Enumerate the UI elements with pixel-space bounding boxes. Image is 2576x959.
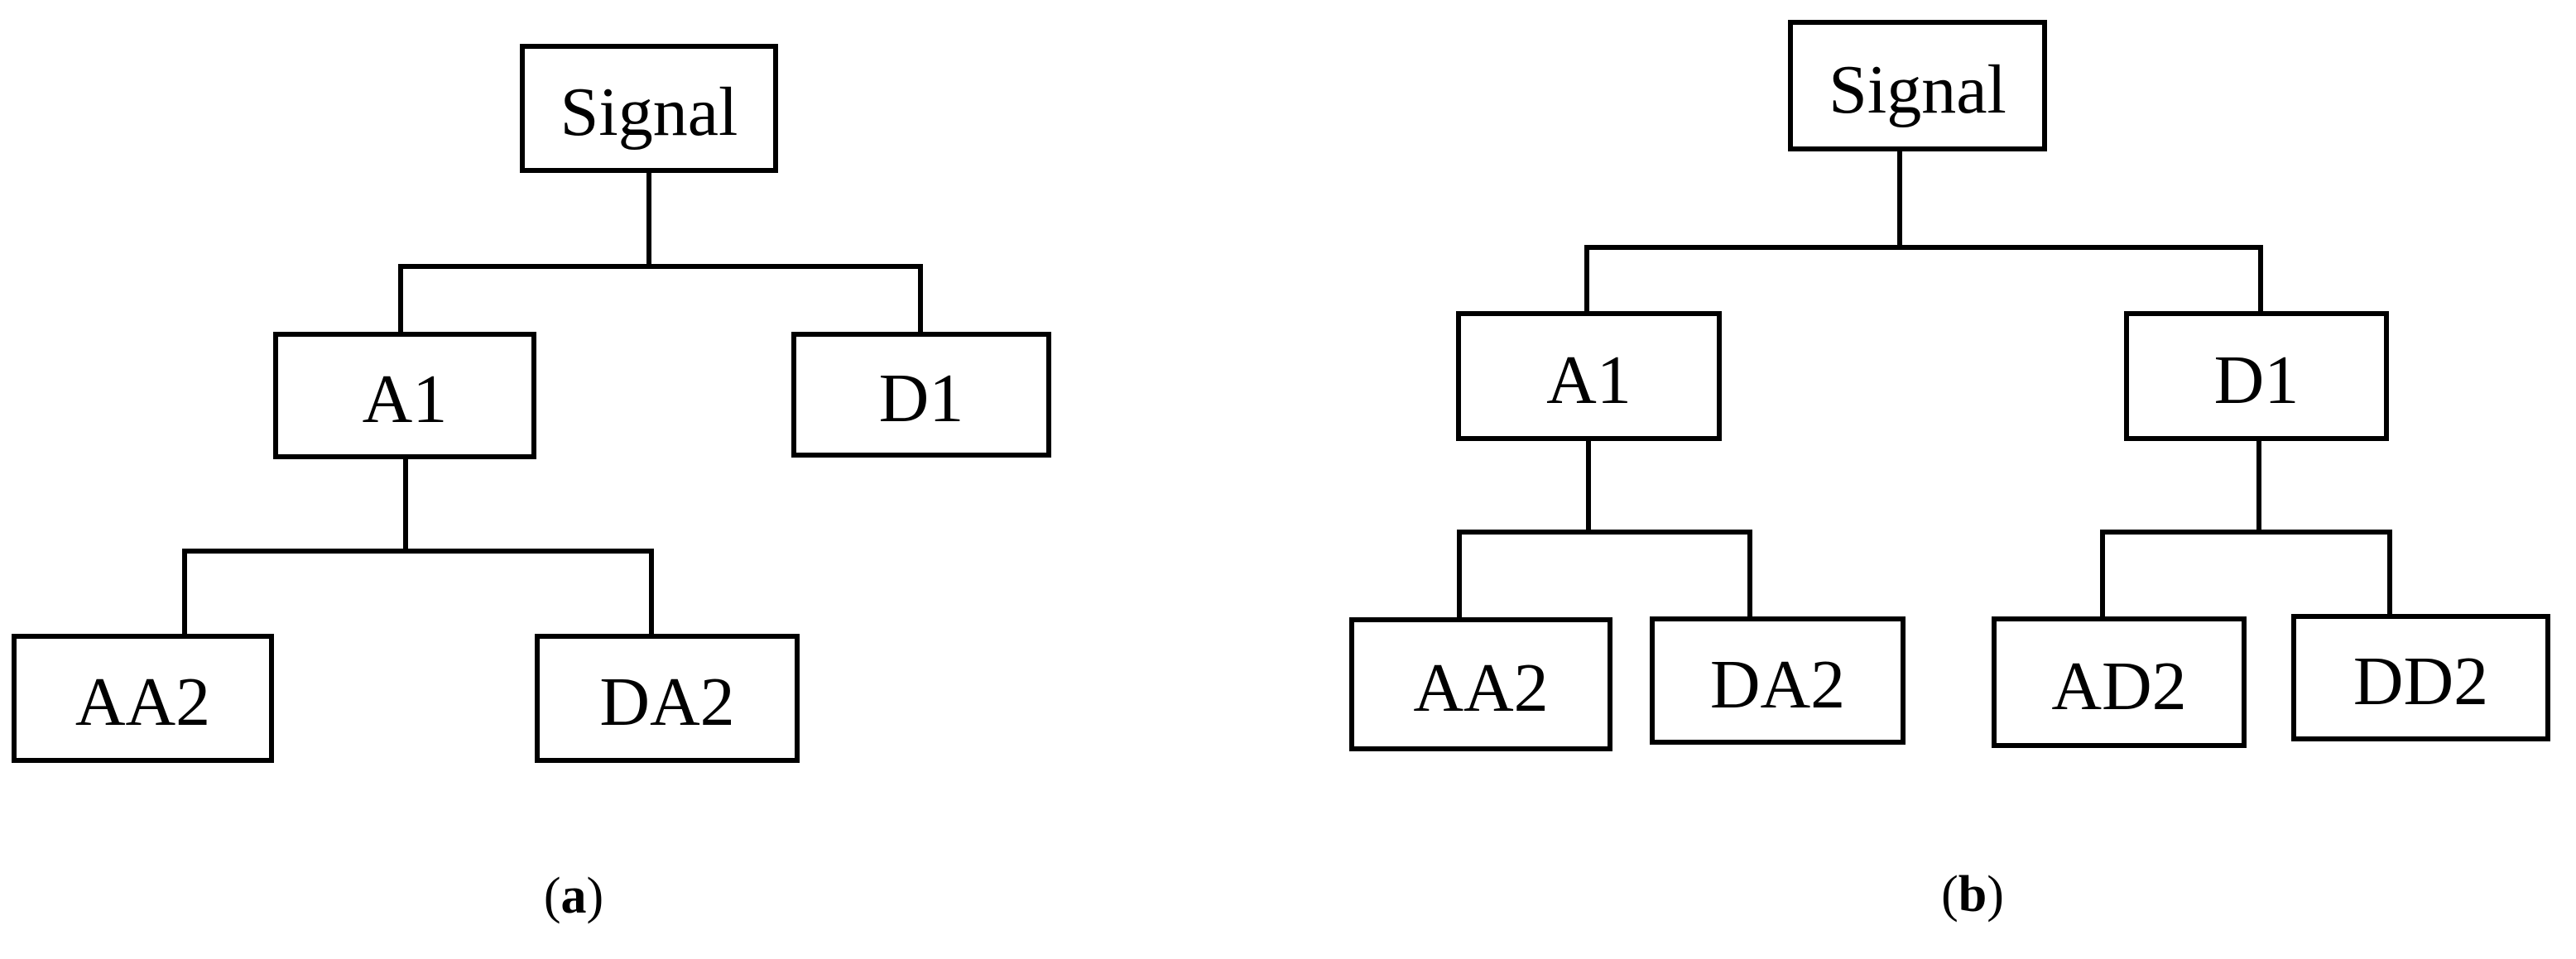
connector-line bbox=[2258, 245, 2263, 314]
node-label: DA2 bbox=[1709, 645, 1846, 723]
caption-b-close-paren: ) bbox=[1987, 866, 2004, 923]
node-label: Signal bbox=[560, 74, 738, 151]
connector-line bbox=[2256, 439, 2261, 535]
node-label: AA2 bbox=[1413, 650, 1549, 726]
connector-line bbox=[1584, 245, 2263, 250]
caption-a-letter: a bbox=[560, 868, 587, 924]
connector-line bbox=[1457, 530, 1462, 620]
connector-line bbox=[646, 170, 651, 269]
node-d1-a: D1 bbox=[791, 332, 1051, 458]
connector-line bbox=[1584, 245, 1589, 314]
connector-line bbox=[2100, 530, 2392, 535]
node-label: D1 bbox=[878, 360, 964, 437]
connector-line bbox=[2100, 530, 2105, 619]
connector-line bbox=[398, 264, 403, 334]
node-ad2-b: AD2 bbox=[1992, 616, 2247, 748]
connector-line bbox=[649, 549, 654, 636]
connector-line bbox=[1457, 530, 1752, 535]
node-label: AA2 bbox=[74, 664, 211, 741]
connector-line bbox=[182, 549, 654, 554]
node-da2-b: DA2 bbox=[1650, 616, 1906, 745]
node-a1-a: A1 bbox=[273, 332, 536, 459]
node-dd2-b: DD2 bbox=[2291, 614, 2550, 741]
node-label: A1 bbox=[1546, 341, 1632, 419]
node-aa2-b: AA2 bbox=[1349, 617, 1612, 751]
node-signal-b: Signal bbox=[1788, 20, 2047, 151]
connector-line bbox=[398, 264, 923, 269]
node-d1-b: D1 bbox=[2124, 311, 2389, 441]
connector-line bbox=[1586, 439, 1591, 535]
node-signal-a: Signal bbox=[520, 44, 778, 173]
connector-line bbox=[918, 264, 923, 334]
connector-line bbox=[403, 457, 408, 554]
caption-b-letter: b bbox=[1958, 866, 1987, 923]
connector-line bbox=[1897, 149, 1902, 250]
connector-line bbox=[182, 549, 187, 636]
node-label: DA2 bbox=[599, 664, 735, 741]
node-label: Signal bbox=[1829, 50, 2006, 128]
node-aa2-a: AA2 bbox=[12, 634, 274, 763]
caption-a-close-paren: ) bbox=[586, 868, 604, 924]
node-da2-a: DA2 bbox=[535, 634, 800, 763]
caption-b-open-paren: ( bbox=[1941, 866, 1958, 923]
connector-line bbox=[1747, 530, 1752, 619]
node-label: D1 bbox=[2213, 341, 2300, 419]
node-label: A1 bbox=[362, 361, 448, 438]
node-label: DD2 bbox=[2353, 643, 2489, 720]
connector-line bbox=[2387, 530, 2392, 616]
node-a1-b: A1 bbox=[1456, 311, 1722, 441]
caption-a: (a) bbox=[544, 870, 603, 922]
caption-a-open-paren: ( bbox=[543, 868, 561, 924]
caption-b: (b) bbox=[1941, 869, 2004, 920]
node-label: AD2 bbox=[2051, 647, 2187, 725]
